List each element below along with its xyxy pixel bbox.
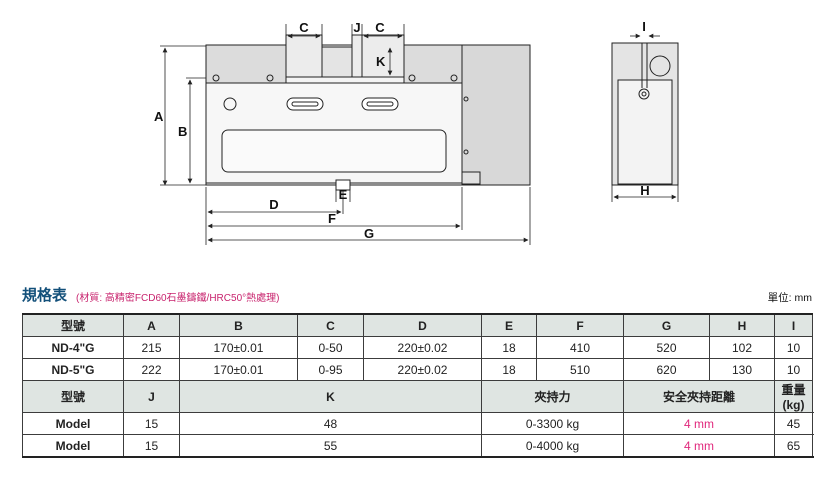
table-cell: 48 (179, 412, 482, 435)
table-cell: 15 (123, 434, 180, 458)
header-cell: I (774, 313, 813, 337)
table-cell: 45 (774, 412, 813, 435)
dim-label-a: A (154, 109, 164, 124)
table-cell: 18 (481, 358, 537, 381)
header-cell: F (536, 313, 624, 337)
table-row: Model 15 55 0-4000 kg 4 mm 65 (22, 434, 813, 458)
front-view (205, 34, 531, 191)
unit-label: 單位: mm (767, 292, 812, 304)
dim-label-h: H (640, 183, 649, 198)
header-cell: A (123, 313, 180, 337)
table-row: Model 15 48 0-3300 kg 4 mm 45 (22, 412, 813, 435)
table-cell: 55 (179, 434, 482, 458)
dim-label-g: G (364, 226, 374, 241)
table-cell: 620 (623, 358, 710, 381)
header-cell: J (123, 380, 180, 413)
side-view (611, 42, 679, 186)
header-cell: 夾持力 (481, 380, 624, 413)
table-cell: 0-95 (297, 358, 364, 381)
header-cell: D (363, 313, 482, 337)
header-cell: G (623, 313, 710, 337)
table-cell: 220±0.02 (363, 358, 482, 381)
table-cell: 170±0.01 (179, 336, 298, 359)
dimension-lines (160, 24, 679, 245)
header-cell: 重量(kg) (774, 380, 813, 413)
table-cell: 4 mm (623, 434, 775, 458)
header-cell: 安全夾持距離 (623, 380, 775, 413)
table-row: ND-4"G 215 170±0.01 0-50 220±0.02 18 410… (22, 336, 813, 359)
table-cell: 0-4000 kg (481, 434, 624, 458)
table-cell: 0-50 (297, 336, 364, 359)
technical-drawing: A B C J C K D E F G H I (154, 19, 679, 245)
table-cell: 0-3300 kg (481, 412, 624, 435)
header-cell: E (481, 313, 537, 337)
dim-label-c-right: C (375, 20, 385, 35)
spec-subtitle: (材質: 高精密FCD60石墨鑄鐵/HRC50°熱處理) (76, 293, 280, 304)
spec-title-row: 規格表 (材質: 高精密FCD60石墨鑄鐵/HRC50°熱處理) 單位: mm (22, 284, 812, 304)
header-cell: 型號 (22, 380, 124, 413)
table-cell: 102 (709, 336, 775, 359)
dim-label-f: F (328, 211, 336, 226)
dim-label-i: I (642, 19, 646, 34)
table-cell: 10 (774, 336, 813, 359)
dim-label-c-left: C (299, 20, 309, 35)
header-cell: K (179, 380, 482, 413)
model-cell: ND-5"G (22, 358, 124, 381)
model-cell: ND-4"G (22, 336, 124, 359)
model-cell: Model (22, 434, 124, 458)
table-cell: 4 mm (623, 412, 775, 435)
table-cell: 222 (123, 358, 180, 381)
table-cell: 170±0.01 (179, 358, 298, 381)
dim-label-b: B (178, 124, 187, 139)
header-cell: 型號 (22, 313, 124, 337)
table-cell: 10 (774, 358, 813, 381)
table-cell: 65 (774, 434, 813, 458)
dim-label-e: E (339, 187, 348, 202)
header-cell: C (297, 313, 364, 337)
spec-header-row-2: 型號 J K 夾持力 安全夾持距離 重量(kg) (22, 380, 813, 413)
table-cell: 130 (709, 358, 775, 381)
table-cell: 510 (536, 358, 624, 381)
table-cell: 520 (623, 336, 710, 359)
table-cell: 220±0.02 (363, 336, 482, 359)
header-cell: H (709, 313, 775, 337)
table-cell: 18 (481, 336, 537, 359)
spec-title: 規格表 (22, 287, 68, 304)
spec-header-row-1: 型號 A B C D E F G H I (22, 313, 813, 337)
table-cell: 410 (536, 336, 624, 359)
dimension-labels: A B C J C K D E F G H I (154, 19, 650, 241)
table-cell: 15 (123, 412, 180, 435)
dim-label-j: J (353, 20, 360, 35)
model-cell: Model (22, 412, 124, 435)
dim-label-d: D (269, 197, 278, 212)
table-cell: 215 (123, 336, 180, 359)
table-row: ND-5"G 222 170±0.01 0-95 220±0.02 18 510… (22, 358, 813, 381)
header-cell: B (179, 313, 298, 337)
spec-table: 型號 A B C D E F G H I ND-4"G 215 170±0.01… (22, 313, 813, 458)
dim-label-k: K (376, 54, 386, 69)
